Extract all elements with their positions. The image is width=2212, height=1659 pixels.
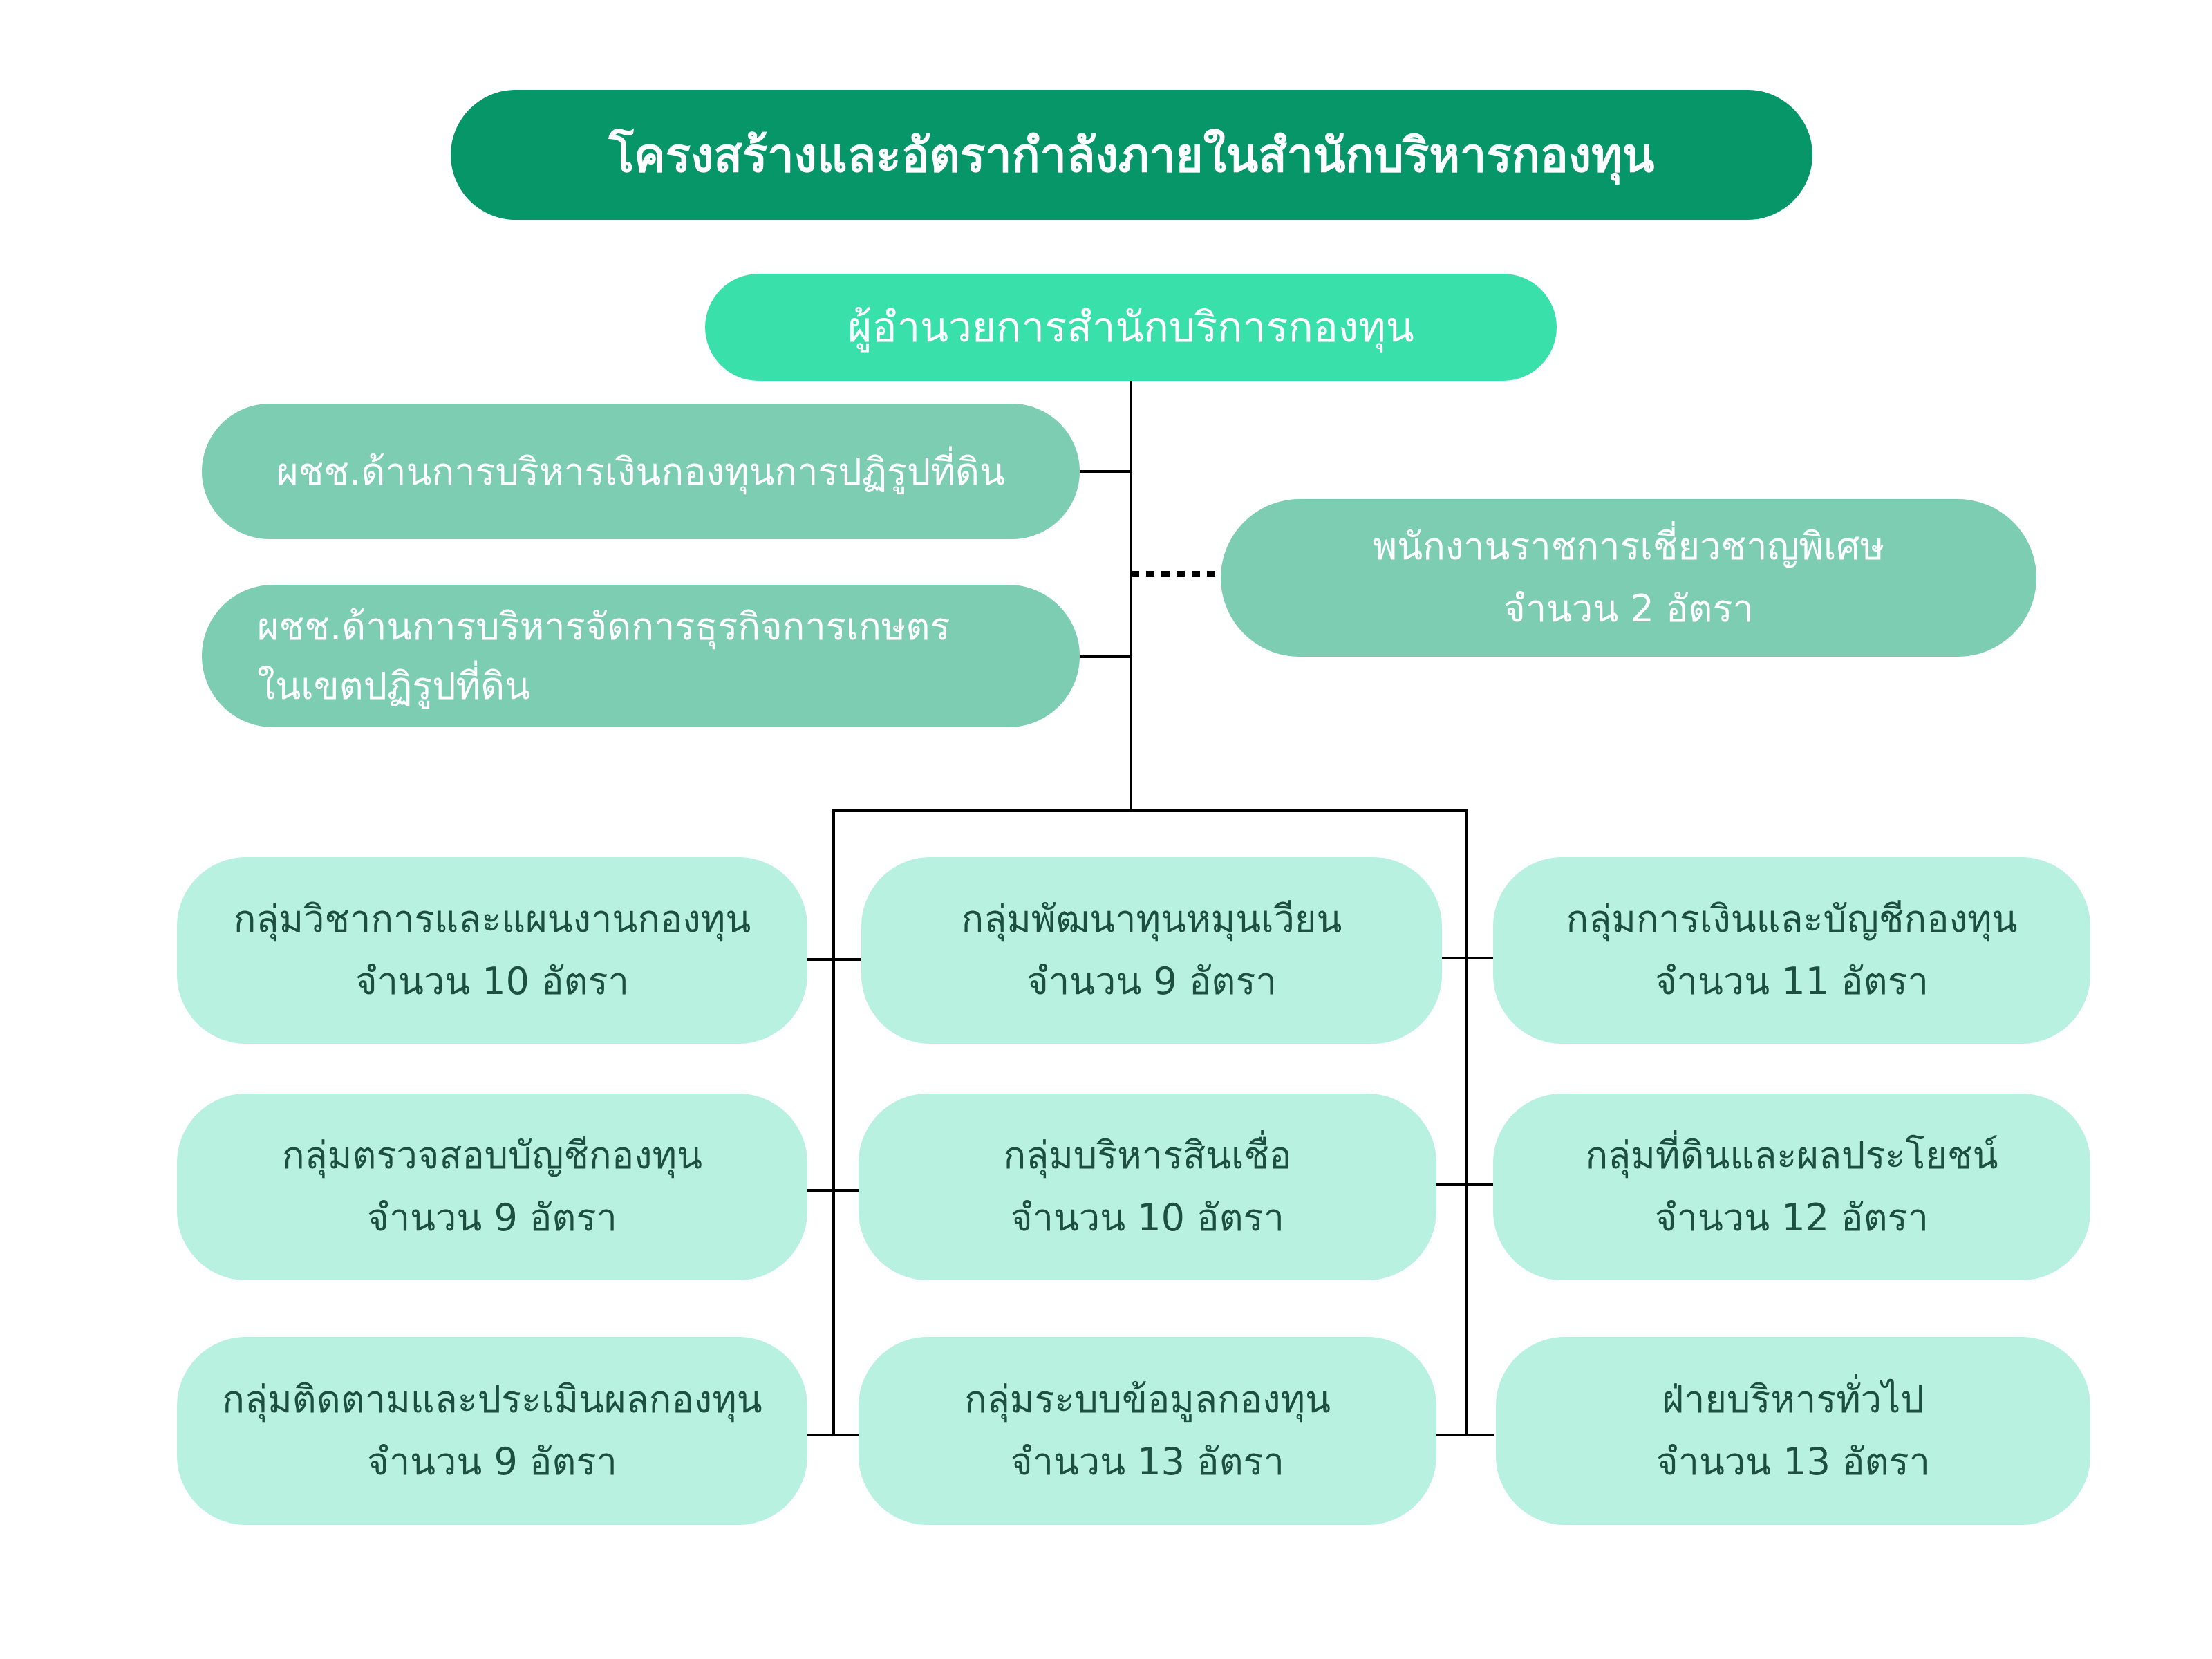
group-count: จำนวน 13 อัตรา [1011, 1440, 1284, 1483]
chart-title-text: โครงสร้างและอัตรากำลังภายในสำนักบริหารกอ… [608, 129, 1655, 183]
group-name: กลุ่มพัฒนาทุนหมุนเวียน [961, 897, 1342, 941]
group-box-information-system: กลุ่มระบบข้อมูลกองทุน จำนวน 13 อัตรา [859, 1337, 1436, 1525]
group-count: จำนวน 12 อัตรา [1655, 1196, 1929, 1239]
group-box-account-audit: กลุ่มตรวจสอบบัญชีกองทุน จำนวน 9 อัตรา [177, 1094, 807, 1280]
group-count: จำนวน 10 อัตรา [355, 959, 629, 1003]
group-box-land-benefits: กลุ่มที่ดินและผลประโยชน์ จำนวน 12 อัตรา [1493, 1094, 2090, 1280]
group-count: จำนวน 9 อัตรา [1027, 959, 1277, 1003]
group-box-finance-accounting: กลุ่มการเงินและบัญชีกองทุน จำนวน 11 อัตร… [1493, 857, 2090, 1044]
group-box-monitoring-evaluation: กลุ่มติดตามและประเมินผลกองทุน จำนวน 9 อั… [177, 1337, 807, 1525]
expert-label: พนักงานราชการเชี่ยวชาญพิเศษ [1372, 525, 1885, 568]
special-expert-box: พนักงานราชการเชี่ยวชาญพิเศษ จำนวน 2 อัตร… [1221, 499, 2036, 657]
group-count: จำนวน 9 อัตรา [367, 1440, 617, 1483]
group-count: จำนวน 13 อัตรา [1656, 1440, 1930, 1483]
deputy-label-line2: ในเขตปฏิรูปที่ดิน [257, 664, 531, 708]
director-box: ผู้อำนวยการสำนักบริการกองทุน [705, 274, 1557, 381]
chart-title: โครงสร้างและอัตรากำลังภายในสำนักบริหารกอ… [451, 90, 1812, 220]
group-name: กลุ่มที่ดินและผลประโยชน์ [1585, 1134, 1998, 1177]
group-count: จำนวน 10 อัตรา [1011, 1196, 1284, 1239]
group-name: ฝ่ายบริหารทั่วไป [1662, 1378, 1924, 1421]
deputy-box-fund-finance: ผชช.ด้านการบริหารเงินกองทุนการปฏิรูปที่ด… [202, 404, 1080, 539]
group-box-credit-management: กลุ่มบริหารสินเชื่อ จำนวน 10 อัตรา [859, 1094, 1436, 1280]
group-name: กลุ่มวิชาการและแผนงานกองทุน [233, 897, 751, 941]
group-count: จำนวน 11 อัตรา [1655, 959, 1929, 1003]
group-name: กลุ่มการเงินและบัญชีกองทุน [1566, 897, 2018, 941]
deputy-label: ผชช.ด้านการบริหารเงินกองทุนการปฏิรูปที่ด… [276, 450, 1005, 494]
group-box-academic-planning: กลุ่มวิชาการและแผนงานกองทุน จำนวน 10 อัต… [177, 857, 807, 1044]
group-box-general-admin: ฝ่ายบริหารทั่วไป จำนวน 13 อัตรา [1496, 1337, 2090, 1525]
group-count: จำนวน 9 อัตรา [367, 1196, 617, 1239]
group-name: กลุ่มตรวจสอบบัญชีกองทุน [281, 1134, 703, 1177]
group-box-revolving-fund: กลุ่มพัฒนาทุนหมุนเวียน จำนวน 9 อัตรา [861, 857, 1442, 1044]
director-label: ผู้อำนวยการสำนักบริการกองทุน [847, 303, 1414, 352]
deputy-box-agri-business: ผชช.ด้านการบริหารจัดการธุรกิจการเกษตร ใน… [202, 585, 1080, 727]
expert-count: จำนวน 2 อัตรา [1503, 587, 1754, 630]
deputy-label-line1: ผชช.ด้านการบริหารจัดการธุรกิจการเกษตร [257, 605, 950, 648]
group-name: กลุ่มระบบข้อมูลกองทุน [964, 1378, 1331, 1421]
group-name: กลุ่มติดตามและประเมินผลกองทุน [222, 1378, 762, 1421]
group-name: กลุ่มบริหารสินเชื่อ [1003, 1134, 1292, 1177]
